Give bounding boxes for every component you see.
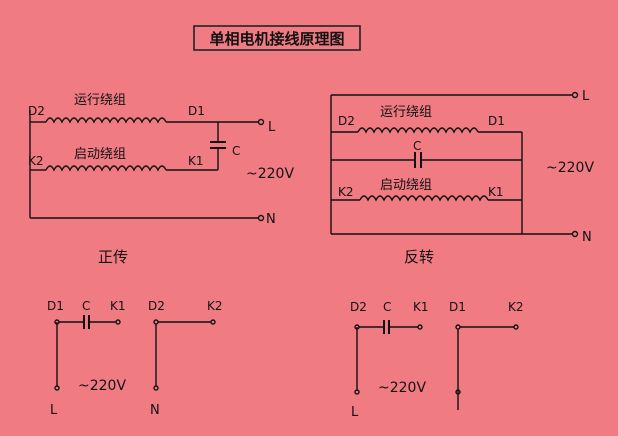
forward-labels: D2 运行绕组 D1 L C K2 启动绕组 K1 ~220V N 正传 — [28, 93, 294, 266]
ft-k1-label: K1 — [110, 299, 126, 313]
ft-l-label: L — [50, 403, 58, 418]
title-group: 单相电机接线原理图 — [193, 25, 361, 51]
reverse-cap-label: C — [413, 139, 421, 153]
ft-c-label: C — [82, 299, 90, 313]
reverse-terminal-labels: D2 C K1 D1 K2 ~220V L — [350, 300, 524, 420]
reverse-caption: 反转 — [404, 248, 434, 266]
reverse-circuit — [330, 91, 579, 238]
reverse-n-label: N — [582, 230, 592, 245]
forward-l-terminal — [257, 118, 265, 126]
forward-n-label: N — [266, 212, 276, 227]
reverse-k2-label: K2 — [338, 185, 354, 199]
forward-k2-label: K2 — [28, 154, 44, 168]
forward-caption: 正传 — [98, 248, 128, 266]
ft-k2-terminal — [210, 319, 216, 325]
rt-k2-terminal — [513, 324, 519, 330]
forward-terminal-labels: D1 C K1 D2 K2 ~220V L N — [47, 299, 223, 418]
forward-d2-label: D2 — [28, 104, 45, 118]
reverse-voltage-label: ~220V — [546, 160, 594, 176]
reverse-n-terminal — [571, 230, 579, 238]
ft-n-label: N — [150, 403, 160, 418]
reverse-l-terminal — [571, 91, 579, 99]
ft-d1-label: D1 — [47, 299, 64, 313]
rt-k1-terminal — [417, 324, 423, 330]
rt-d1-label: D1 — [449, 300, 466, 314]
forward-voltage-label: ~220V — [246, 166, 294, 182]
rt-d2-label: D2 — [350, 300, 367, 314]
rt-l-terminal — [354, 389, 360, 395]
rt-voltage-label: ~220V — [378, 380, 426, 396]
forward-start-winding-label: 启动绕组 — [74, 147, 126, 162]
rt-k2-label: K2 — [508, 300, 524, 314]
rt-l-label: L — [351, 405, 359, 420]
ft-k2-label: K2 — [207, 299, 223, 313]
forward-start-coil — [45, 165, 167, 172]
rt-k1-label: K1 — [413, 300, 429, 314]
forward-n-terminal — [257, 214, 265, 222]
forward-run-coil — [45, 117, 167, 124]
title-frame — [193, 25, 361, 51]
forward-k1-label: K1 — [188, 154, 204, 168]
reverse-start-coil — [359, 195, 489, 202]
ft-l-terminal — [54, 385, 60, 391]
forward-l-label: L — [268, 120, 276, 135]
ft-n-terminal — [153, 385, 159, 391]
reverse-d2-label: D2 — [338, 114, 355, 128]
reverse-k1-label: K1 — [488, 185, 504, 199]
forward-circuit — [29, 110, 265, 222]
reverse-run-winding-label: 运行绕组 — [380, 105, 432, 120]
forward-d1-label: D1 — [188, 104, 205, 118]
reverse-terminal-block — [354, 320, 519, 410]
rt-n-terminal — [455, 389, 461, 395]
ft-d2-terminal — [153, 319, 159, 325]
diagram-title: 单相电机接线原理图 — [209, 30, 344, 48]
rt-c-label: C — [383, 300, 391, 314]
forward-cap-label: C — [232, 144, 240, 158]
rt-d1-terminal — [455, 324, 461, 330]
ft-k1-terminal — [115, 319, 121, 325]
reverse-d1-label: D1 — [488, 114, 505, 128]
reverse-run-coil — [357, 127, 479, 134]
forward-run-winding-label: 运行绕组 — [74, 93, 126, 108]
reverse-l-label: L — [582, 89, 590, 104]
ft-voltage-label: ~220V — [78, 378, 126, 394]
reverse-labels: L D2 运行绕组 D1 C ~220V 启动绕组 K2 K1 N 反转 — [338, 89, 594, 266]
forward-terminal-block — [54, 315, 216, 391]
reverse-start-winding-label: 启动绕组 — [380, 178, 432, 193]
ft-d2-label: D2 — [148, 299, 165, 313]
